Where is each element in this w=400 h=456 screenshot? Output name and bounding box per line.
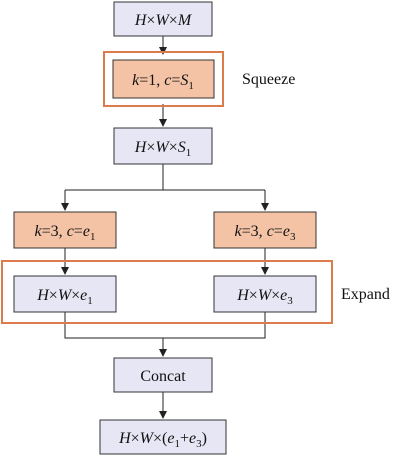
input-label: H×W×M	[134, 12, 193, 29]
squeezed-shape-node: H×W×S1	[113, 127, 213, 165]
right-expand-node: H×W×e3	[213, 275, 317, 313]
squeeze-frame	[103, 51, 224, 107]
concat-label: Concat	[140, 368, 186, 385]
output-shape-node: H×W×(e1+e3)	[99, 419, 227, 455]
squeezed-label: H×W×S1	[134, 139, 191, 159]
squeeze-conv-label: k=1, c=S1	[132, 72, 194, 92]
expand-right-label: H×W×e3	[236, 287, 293, 307]
left-conv-node: k=3, c=e1	[13, 211, 117, 249]
expand-frame	[1, 260, 333, 324]
concat-node: Concat	[113, 357, 213, 393]
input-shape-node: H×W×M	[113, 1, 213, 37]
conv-right-label: k=3, c=e3	[235, 223, 296, 243]
edges	[61, 36, 269, 419]
expand-left-label: H×W×e1	[36, 287, 93, 307]
conv-left-label: k=3, c=e1	[35, 223, 96, 243]
squeeze-conv-node: k=1, c=S1	[112, 59, 215, 99]
right-conv-node: k=3, c=e3	[213, 211, 317, 249]
left-expand-node: H×W×e1	[13, 275, 117, 313]
edge-merge	[64, 312, 266, 339]
expand-label: Expand	[341, 286, 390, 303]
squeeze-label: Squeeze	[242, 71, 295, 88]
output-label: H×W×(e1+e3)	[118, 430, 207, 450]
